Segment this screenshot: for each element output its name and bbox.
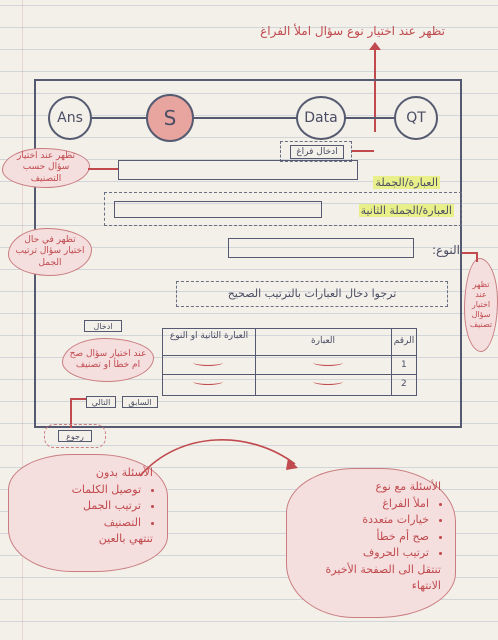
- stepper-line: [84, 117, 404, 119]
- add-blank-dashed-frame: [280, 141, 352, 162]
- sentence-label: العبارة/الجملة: [373, 176, 440, 189]
- order-note: ترجوا دخال العبارات بالترتيب الصحيح: [227, 287, 397, 300]
- row-placeholder-scribble: [313, 378, 343, 385]
- type-input[interactable]: [228, 238, 414, 258]
- list-item: املأ الفراغ: [301, 496, 429, 513]
- questions-with-type-note: الأسئلة مع نوع املأ الفراغ خيارات متعددة…: [286, 468, 456, 618]
- bottom-connector: [70, 398, 72, 428]
- table-header-divider: [163, 355, 416, 356]
- add-button[interactable]: ادخال: [84, 320, 122, 332]
- list-item: صح أم خطأ: [301, 529, 429, 546]
- questions-with-title: الأسئلة مع نوع: [375, 480, 441, 493]
- questions-without-list: توصيل الكلمات ترتيب الجمل التصنيف: [23, 482, 153, 532]
- curved-arrow-path: [139, 439, 296, 477]
- table-col-divider: [255, 329, 256, 395]
- up-arrow: [369, 42, 381, 132]
- add-blank-connector: [352, 150, 374, 152]
- table-header-second: العبارة الثانية او النوع: [169, 331, 249, 341]
- order-note-frame: [176, 281, 448, 307]
- top-annotation: تظهر عند اختيار نوع سؤال املأ الفراغ: [260, 24, 445, 38]
- table-col-divider: [391, 329, 392, 395]
- row-placeholder-scribble: [193, 378, 223, 385]
- list-item: ترتيب الحروف: [301, 545, 429, 562]
- step-data[interactable]: Data: [296, 96, 346, 140]
- step-s[interactable]: S: [146, 94, 194, 142]
- row-placeholder-scribble: [313, 359, 343, 366]
- step-ans[interactable]: Ans: [48, 96, 92, 140]
- note-true-false: عند اختيار سؤال صح ام خطأ او تصنيف: [62, 338, 154, 382]
- bottom-connector: [70, 398, 86, 400]
- table-row-number: 2: [401, 379, 407, 389]
- step-qt[interactable]: QT: [394, 96, 438, 140]
- second-sentence-dashed-frame: [104, 192, 462, 226]
- note-connector: [476, 252, 478, 262]
- next-button[interactable]: التالي: [86, 396, 116, 408]
- back-button[interactable]: السابق: [122, 396, 158, 408]
- type-connector: [462, 252, 476, 254]
- return-button[interactable]: رجوع: [58, 430, 92, 442]
- add-blank-button[interactable]: ادخال فراغ: [290, 145, 344, 159]
- list-item: التصنيف: [23, 515, 141, 532]
- table-header-sentence: العبارة: [310, 336, 336, 346]
- note-right-side: تظهر عند اختيار سؤال تصنيف: [464, 258, 498, 352]
- questions-without-footer: تنتهي بالعين: [98, 532, 153, 545]
- list-item: خيارات متعددة: [301, 512, 429, 529]
- questions-with-footer: تنتقل الى الصفحة الأخيرة الانتهاء: [325, 562, 441, 593]
- list-item: توصيل الكلمات: [23, 482, 141, 499]
- list-item: ترتيب الجمل: [23, 498, 141, 515]
- row-placeholder-scribble: [193, 359, 223, 366]
- questions-without-title: الأسئلة بدون: [95, 466, 153, 479]
- return-button-frame: [44, 424, 106, 448]
- entries-table: العبارة الثانية او النوع العبارة الرقم 1…: [162, 328, 417, 396]
- note-connector: [88, 168, 118, 170]
- second-sentence-input[interactable]: [114, 201, 322, 218]
- table-header-number: الرقم: [393, 336, 415, 346]
- note-sentence-order: تظهر في حال اختيار سؤال ترتيب الجمل: [8, 228, 92, 276]
- second-sentence-label: العبارة/الجملة الثانية: [358, 204, 454, 217]
- note-classification: تظهر عند اختيار سؤال حسب التصنيف: [2, 148, 90, 188]
- sentence-input[interactable]: [118, 160, 358, 180]
- curved-arrow-head: [286, 458, 298, 470]
- questions-with-list: املأ الفراغ خيارات متعددة صح أم خطأ ترتي…: [301, 496, 441, 562]
- curved-arrow: [139, 439, 298, 477]
- table-row-divider: [163, 374, 416, 375]
- table-row-number: 1: [401, 360, 407, 370]
- type-label: النوع:: [431, 243, 460, 257]
